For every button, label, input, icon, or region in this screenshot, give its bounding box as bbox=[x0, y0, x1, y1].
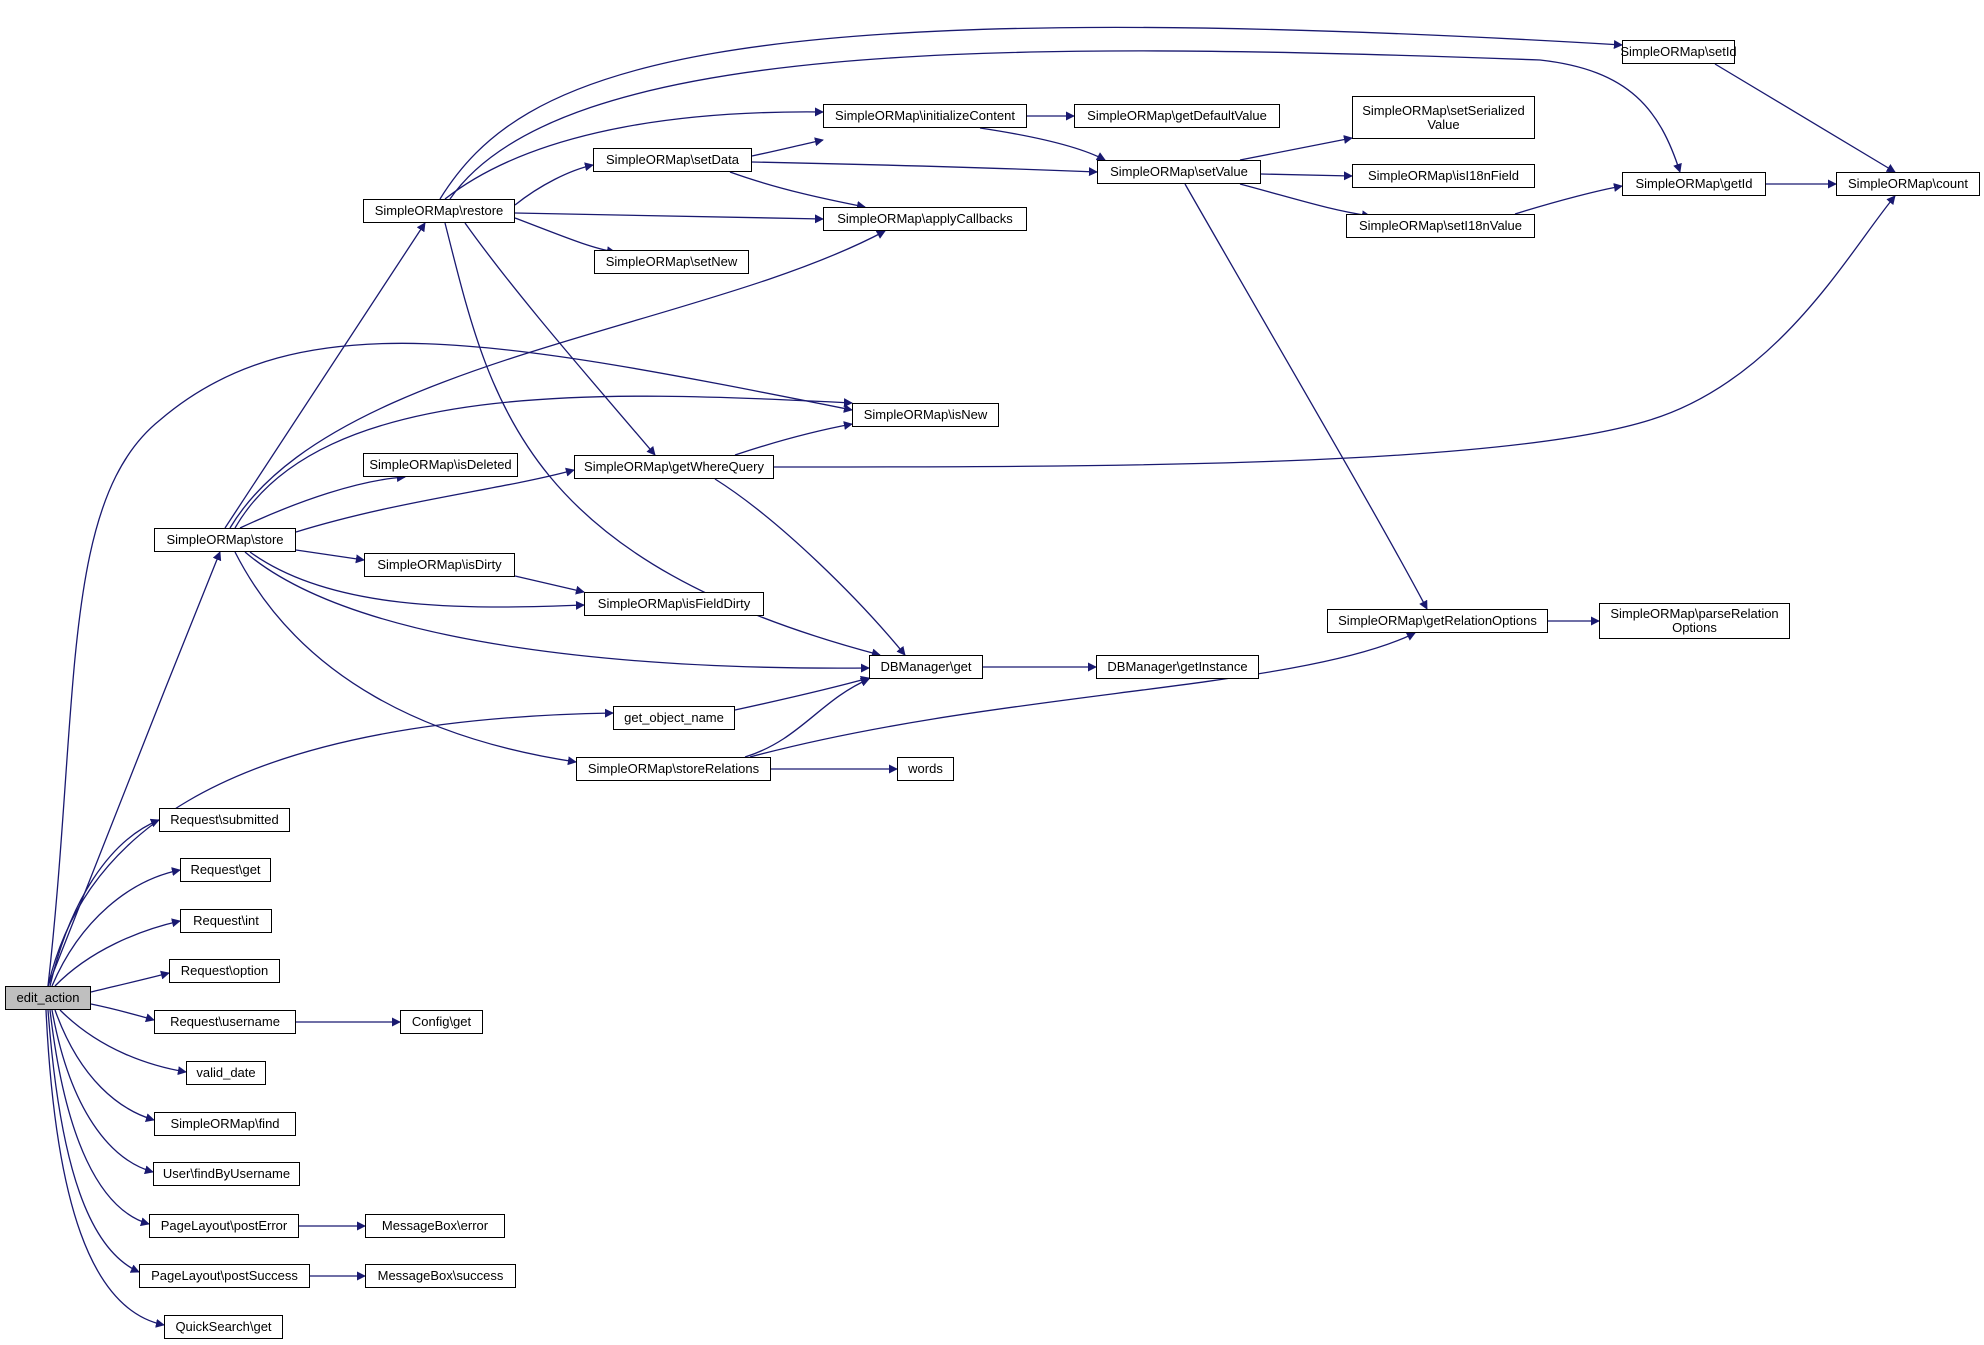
edge-storeRelations-getRelationOptions bbox=[749, 632, 1416, 758]
edge-getWhereQuery-dbget bbox=[714, 478, 906, 656]
edge-edit_action-find bbox=[54, 1009, 155, 1123]
node-valid-date[interactable]: valid_date bbox=[186, 1061, 266, 1085]
node-simpleormap-isfielddirty[interactable]: SimpleORMap\isFieldDirty bbox=[584, 592, 764, 616]
node-simpleormap-restore[interactable]: SimpleORMap\restore bbox=[363, 199, 515, 223]
edge-edit_action-submitted bbox=[49, 818, 160, 987]
edge-edit_action-valid_date bbox=[59, 1009, 187, 1076]
node-request-submitted[interactable]: Request\submitted bbox=[159, 808, 290, 832]
node-messagebox-success[interactable]: MessageBox\success bbox=[365, 1264, 516, 1288]
edge-edit_action-username bbox=[90, 1003, 155, 1023]
edge-getWhereQuery-isNew bbox=[734, 421, 853, 456]
edge-restore-getWhereQuery bbox=[464, 222, 656, 456]
edge-edit_action-postError bbox=[49, 1009, 150, 1227]
node-pagelayout-posterror[interactable]: PageLayout\postError bbox=[149, 1214, 299, 1238]
node-simpleormap-applycallbacks[interactable]: SimpleORMap\applyCallbacks bbox=[823, 207, 1027, 231]
edge-edit_action-findByUsername bbox=[51, 1009, 154, 1175]
node-dbmanager-get[interactable]: DBManager\get bbox=[869, 655, 983, 679]
edge-store-isFieldDirty bbox=[249, 551, 585, 610]
edge-setValue-setSerializedValue bbox=[1239, 135, 1353, 161]
edge-store-isDirty bbox=[295, 549, 365, 564]
edge-setData-setValue bbox=[751, 161, 1098, 177]
node-user-findbyusername[interactable]: User\findByUsername bbox=[153, 1162, 300, 1186]
edge-restore-getId bbox=[449, 50, 1682, 200]
edge-setValue-getRelationOptions bbox=[1184, 183, 1428, 610]
edge-edit_action-reqget bbox=[51, 867, 181, 987]
edge-store-dbget bbox=[244, 551, 870, 673]
node-simpleormap-storerelations[interactable]: SimpleORMap\storeRelations bbox=[576, 757, 771, 781]
edge-setValue-setI18nValue bbox=[1239, 183, 1371, 220]
node-simpleormap-getrelationoptions[interactable]: SimpleORMap\getRelationOptions bbox=[1327, 609, 1548, 633]
edge-restore-setNew bbox=[514, 217, 616, 256]
node-simpleormap-isi18nfield[interactable]: SimpleORMap\isI18nField bbox=[1352, 164, 1535, 188]
edge-edit_action-store bbox=[47, 551, 222, 987]
edge-restore-initializeContent bbox=[444, 107, 824, 200]
edge-edit_action-isNew bbox=[47, 342, 853, 987]
node-dbmanager-getinstance[interactable]: DBManager\getInstance bbox=[1096, 655, 1259, 679]
node-config-get[interactable]: Config\get bbox=[400, 1010, 483, 1034]
edge-edit_action-get_object_name bbox=[47, 708, 614, 987]
edge-restore-dbget bbox=[444, 222, 881, 658]
edge-store-getWhereQuery bbox=[295, 467, 575, 533]
node-simpleormap-parserelationoptions[interactable]: SimpleORMap\parseRelation Options bbox=[1599, 603, 1790, 639]
node-simpleormap-getid[interactable]: SimpleORMap\getId bbox=[1622, 172, 1766, 196]
edge-store-isNew bbox=[234, 395, 853, 529]
node-simpleormap-setnew[interactable]: SimpleORMap\setNew bbox=[594, 250, 749, 274]
edge-setData-initializeContent bbox=[751, 137, 824, 157]
node-simpleormap-seti18nvalue[interactable]: SimpleORMap\setI18nValue bbox=[1346, 214, 1535, 238]
edge-isDirty-isFieldDirty bbox=[514, 575, 585, 595]
edge-setValue-isI18nField bbox=[1260, 171, 1353, 181]
edge-store-isDeleted bbox=[239, 473, 406, 529]
edge-store-storeRelations bbox=[234, 551, 577, 766]
node-simpleormap-setid[interactable]: SimpleORMap\setId bbox=[1620, 40, 1737, 64]
node-simpleormap-initializecontent[interactable]: SimpleORMap\initializeContent bbox=[823, 104, 1027, 128]
node-simpleormap-getwherequery[interactable]: SimpleORMap\getWhereQuery bbox=[574, 455, 774, 479]
edge-initializeContent-setValue bbox=[979, 127, 1106, 161]
edge-store-restore bbox=[224, 222, 426, 529]
node-quicksearch-get[interactable]: QuickSearch\get bbox=[164, 1315, 283, 1339]
node-request-get[interactable]: Request\get bbox=[180, 858, 271, 882]
node-request-int[interactable]: Request\int bbox=[180, 909, 272, 933]
node-simpleormap-store[interactable]: SimpleORMap\store bbox=[154, 528, 296, 552]
edge-setId-count bbox=[1714, 63, 1896, 173]
node-get-object-name[interactable]: get_object_name bbox=[613, 706, 735, 730]
node-edit-action: edit_action bbox=[5, 986, 91, 1010]
node-simpleormap-isdeleted[interactable]: SimpleORMap\isDeleted bbox=[363, 453, 518, 477]
node-simpleormap-setserializedvalue[interactable]: SimpleORMap\setSerialized Value bbox=[1352, 96, 1535, 139]
node-words[interactable]: words bbox=[897, 757, 954, 781]
node-messagebox-error[interactable]: MessageBox\error bbox=[365, 1214, 505, 1238]
node-simpleormap-count[interactable]: SimpleORMap\count bbox=[1836, 172, 1980, 196]
edge-edit_action-reqint bbox=[54, 918, 181, 987]
edge-setData-applyCallbacks bbox=[729, 171, 866, 210]
edge-storeRelations-dbget bbox=[744, 678, 870, 758]
edge-edit_action-qsget bbox=[45, 1009, 165, 1328]
edge-get_object_name-dbget bbox=[734, 675, 870, 711]
edge-setI18nValue-getId bbox=[1514, 183, 1623, 215]
edge-store-applyCallbacks bbox=[229, 230, 886, 529]
node-request-username[interactable]: Request\username bbox=[154, 1010, 296, 1034]
node-simpleormap-isnew[interactable]: SimpleORMap\isNew bbox=[852, 403, 999, 427]
node-pagelayout-postsuccess[interactable]: PageLayout\postSuccess bbox=[139, 1264, 310, 1288]
node-simpleormap-find[interactable]: SimpleORMap\find bbox=[154, 1112, 296, 1136]
node-simpleormap-setdata[interactable]: SimpleORMap\setData bbox=[593, 148, 752, 172]
node-simpleormap-isdirty[interactable]: SimpleORMap\isDirty bbox=[364, 553, 515, 577]
edge-restore-setId bbox=[439, 26, 1623, 200]
node-simpleormap-setvalue[interactable]: SimpleORMap\setValue bbox=[1097, 160, 1261, 184]
edge-edit_action-postSuccess bbox=[47, 1009, 140, 1273]
edge-restore-setData bbox=[514, 162, 594, 206]
node-simpleormap-getdefaultvalue[interactable]: SimpleORMap\getDefaultValue bbox=[1074, 104, 1280, 128]
edge-restore-applyCallbacks bbox=[514, 212, 824, 224]
edge-getWhereQuery-count bbox=[773, 195, 1896, 468]
node-request-option[interactable]: Request\option bbox=[169, 959, 280, 983]
edge-edit_action-option bbox=[90, 970, 170, 993]
